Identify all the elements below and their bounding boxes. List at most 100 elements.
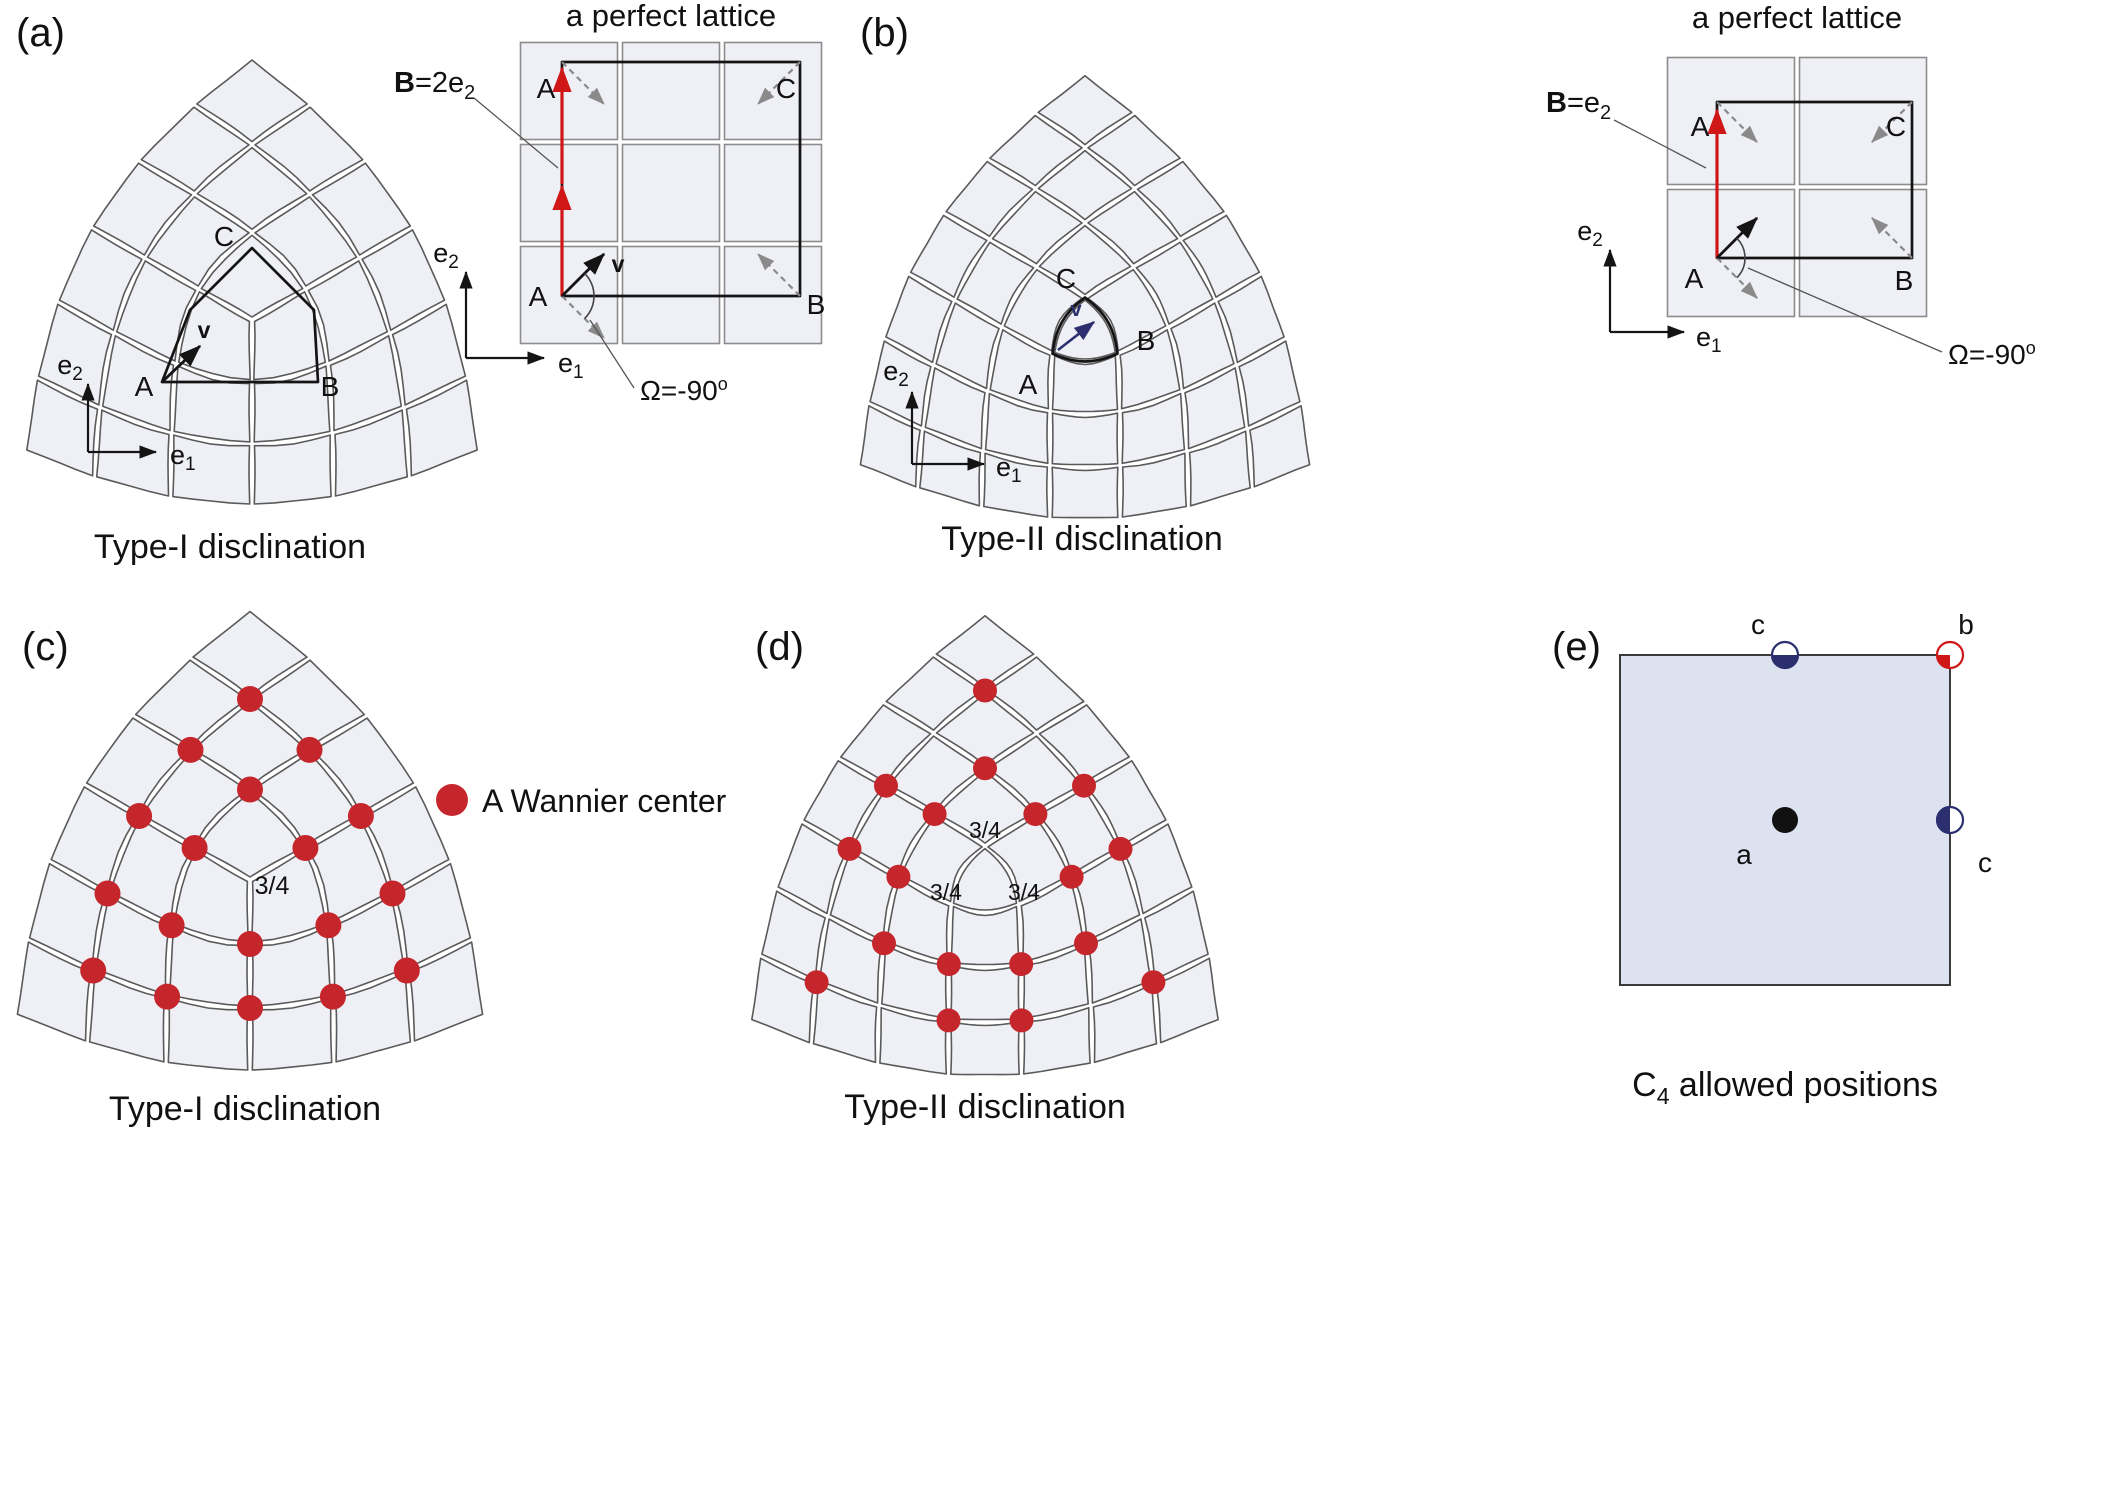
lattice-cell <box>252 659 366 748</box>
wannier-center-dot <box>973 756 997 781</box>
point-a-top-label: A <box>1691 111 1710 142</box>
lattice-cell <box>173 365 251 443</box>
lattice-cell <box>167 997 249 1071</box>
panel-c-tag: (c) <box>22 625 69 669</box>
point-b-label: B <box>807 289 826 320</box>
perfect-lattice-grid-b <box>1666 56 1928 318</box>
omega-leader-line <box>589 319 635 389</box>
lattice-cell <box>1121 392 1186 465</box>
wannier-center-dot <box>1009 952 1034 977</box>
panel-e-caption: C4 allowed positions <box>1632 1066 1938 1109</box>
panel-d-tag: (d) <box>755 625 804 669</box>
lattice-cell <box>85 717 189 814</box>
perfect-lattice-cell <box>621 41 721 141</box>
e1-axis-label: e1 <box>170 440 196 475</box>
wannier-center-dot <box>973 678 997 703</box>
lattice-cell <box>1022 944 1089 1019</box>
type1-disclination-lattice-c <box>16 610 484 1071</box>
burgers-leader-line <box>473 97 559 169</box>
rotated-frame-arrow <box>1871 101 1913 143</box>
lattice-cell <box>1217 275 1285 364</box>
e1-axis-label: e1 <box>558 348 584 383</box>
rotation-angle-arc <box>1736 237 1746 279</box>
position-b-label: b <box>1958 609 1974 640</box>
wannier-center-dot <box>94 880 121 907</box>
lattice-cell <box>984 392 1049 465</box>
v-vector-arrow <box>1716 217 1758 259</box>
wannier-center-dot <box>872 931 896 956</box>
lattice-cell <box>840 704 932 784</box>
rotated-frame-arrow <box>1716 257 1758 299</box>
lattice-cell <box>1144 890 1209 981</box>
burgers-vector-value: B=2e2 <box>394 67 475 104</box>
perfect-lattice-cell <box>621 143 721 243</box>
lattice-cell <box>1170 302 1235 390</box>
perfect-lattice-cell <box>1798 56 1928 186</box>
lattice-cell <box>1037 74 1133 146</box>
lattice-cell <box>952 847 1018 911</box>
lattice-cell <box>950 1021 1020 1076</box>
lattice-cell <box>885 275 953 364</box>
v-vector-arrow <box>161 344 202 384</box>
lattice-cell <box>812 983 878 1064</box>
v-vector-arrow <box>561 253 605 297</box>
lattice-cell <box>26 379 99 477</box>
lattice-cell <box>1037 149 1133 221</box>
wannier-center-dot <box>319 983 346 1010</box>
lattice-cell <box>16 941 92 1042</box>
lattice-cell <box>1087 190 1179 265</box>
lattice-cell <box>92 162 193 256</box>
lattice-cell <box>1051 412 1119 466</box>
panel-b-tag: (b) <box>860 11 909 55</box>
lattice-cell <box>885 656 983 731</box>
lattice-cell <box>919 430 982 507</box>
lattice-cell <box>924 367 986 450</box>
e1-axis-label: e1 <box>1696 322 1722 357</box>
lattice-cell <box>28 862 106 969</box>
lattice-cell <box>859 405 921 488</box>
lattice-cell <box>196 59 308 143</box>
lattice-cell <box>1155 957 1219 1044</box>
wannier-center-dot <box>237 686 263 712</box>
lattice-cell <box>405 379 478 477</box>
lattice-cell <box>394 862 472 969</box>
lattice-cell <box>58 229 143 331</box>
lattice-cell <box>1086 760 1167 847</box>
fractional-charge-label: 3/4 <box>255 872 290 900</box>
point-b-label: B <box>321 371 340 402</box>
lattice-cell <box>829 851 897 942</box>
lattice-cell <box>1184 367 1246 450</box>
point-a-bottom-label: A <box>1685 263 1704 294</box>
corner-position-b-quarter-fill <box>1937 655 1950 668</box>
lattice-cell <box>1038 224 1132 296</box>
lattice-cell <box>803 760 884 847</box>
lattice-cell <box>987 656 1085 731</box>
wannier-center-dot <box>804 970 829 995</box>
panel-e-tag: (e) <box>1552 625 1601 669</box>
lattice-cell <box>329 335 403 432</box>
fractional-charge-label: 3/4 <box>969 817 1001 843</box>
wannier-center-dot <box>154 983 181 1010</box>
point-c-label: C <box>1886 111 1906 142</box>
wannier-center-dot <box>158 912 185 939</box>
lattice-cell <box>989 329 1051 410</box>
wannier-center-dot <box>1074 931 1098 956</box>
perfect-lattice-title-b: a perfect lattice <box>1692 0 1902 35</box>
lattice-cell <box>334 409 409 497</box>
lattice-cell <box>1038 704 1130 784</box>
lattice-cell <box>1135 241 1214 325</box>
wannier-center-dot <box>237 776 263 803</box>
wannier-center-dot <box>874 773 898 798</box>
lattice-cell <box>1238 340 1301 427</box>
panel-d-caption: Type-II disclination <box>844 1088 1126 1126</box>
lattice-cell <box>311 717 415 814</box>
panel-a-caption: Type-I disclination <box>94 528 366 566</box>
lattice-cell <box>311 162 412 256</box>
lattice-cell <box>140 106 250 192</box>
lattice-cell <box>777 823 848 915</box>
lattice-cell <box>888 735 983 812</box>
frank-angle-label: Ω=-90o <box>1948 338 2036 370</box>
lattice-cell <box>991 190 1083 265</box>
lattice-cell <box>1121 452 1187 518</box>
lattice-cell <box>1182 214 1261 298</box>
